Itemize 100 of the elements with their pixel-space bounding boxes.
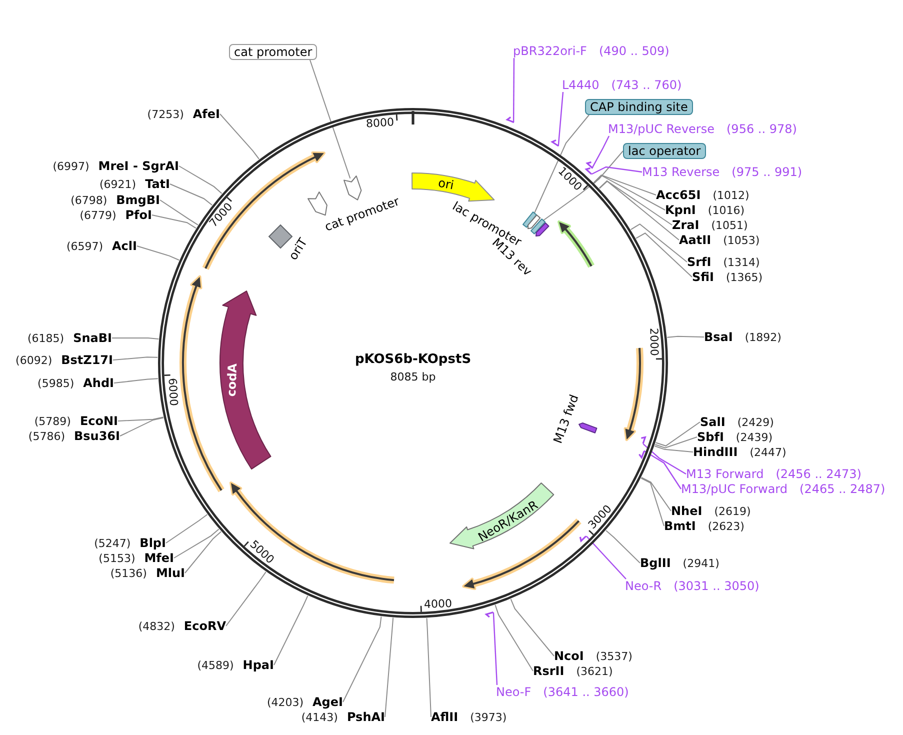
leader-line: [170, 184, 213, 206]
leader-line: [593, 174, 656, 196]
feature-marker: [535, 222, 550, 237]
leader-line: [114, 378, 158, 384]
leader-line: [310, 60, 351, 179]
feature-callout: cat promoter: [229, 44, 318, 60]
leader-line: [586, 536, 626, 580]
leader-line: [666, 336, 704, 338]
leader-line: [220, 114, 260, 160]
leader-line: [136, 246, 180, 261]
leader-line: [592, 136, 610, 168]
restriction-site-label: HindIII (2447): [693, 445, 786, 460]
leader-line: [512, 58, 515, 122]
plasmid-size: 8085 bp: [390, 370, 436, 384]
primer-label: Neo-R (3031 .. 3050): [625, 579, 760, 593]
restriction-site-label: (4832) EcoRV: [138, 619, 226, 634]
restriction-site-label: (4143) PshAI: [301, 710, 385, 725]
feature-marker: [527, 214, 542, 230]
restriction-site-label: ZraI (1051): [672, 218, 748, 233]
leader-line: [542, 150, 624, 221]
restriction-site-label: RsrII (3621): [533, 664, 613, 679]
primer-site-mark: [640, 436, 647, 446]
leader-line: [174, 528, 220, 558]
feature-label: codA: [224, 364, 240, 398]
restriction-site-label: SbfI (2439): [697, 430, 772, 445]
leader-line: [342, 616, 382, 702]
leader-line: [605, 530, 640, 564]
restriction-site-label: (6092) BstZ17I: [16, 353, 113, 368]
restriction-site-label: KpnI (1016): [665, 203, 744, 218]
leader-line: [591, 166, 642, 175]
feature-bar: [530, 218, 546, 235]
feature-block: [448, 482, 554, 550]
primer-site-mark: [579, 534, 588, 542]
leader-line: [166, 514, 208, 544]
restriction-site-label: (5789) EcoNI: [34, 414, 118, 429]
scale-label: 8000: [366, 116, 395, 131]
leader-line: [160, 200, 198, 226]
leader-line: [226, 571, 266, 626]
leader-line: [655, 422, 700, 446]
leader-line: [274, 595, 308, 666]
leader-line: [630, 223, 688, 262]
primer-label: M13/pUC Forward (2465 .. 2487): [681, 482, 886, 496]
restriction-site-label: AatII (1053): [679, 233, 760, 248]
restriction-site-label: Acc65I (1012): [656, 188, 750, 203]
feature-block: [219, 290, 272, 470]
leader-line: [510, 598, 554, 656]
leader-line: [492, 612, 498, 686]
restriction-site-label: (6779) PfoI: [80, 208, 152, 223]
leader-line: [494, 604, 534, 672]
leader-line: [654, 436, 698, 448]
leader-line: [598, 180, 672, 226]
restriction-site-label: NheI (2619): [671, 504, 751, 519]
leader-line: [654, 446, 694, 452]
leader-line: [640, 476, 672, 512]
feature-callout: CAP binding site: [585, 99, 693, 115]
feature-callout: lac operator: [623, 143, 706, 159]
restriction-site-label: (6997) MreI - SgrAI: [52, 159, 179, 174]
leader-line: [594, 175, 666, 210]
leader-line: [642, 443, 686, 475]
restriction-site-label: (7253) AfeI: [147, 107, 220, 122]
leader-line: [534, 114, 590, 214]
restriction-site-label: (5786) Bsu36I: [28, 429, 120, 444]
leader-line: [599, 180, 680, 240]
leader-line: [112, 356, 158, 360]
primer-label: L4440 (743 .. 760): [562, 78, 682, 92]
primer-site-mark: [506, 116, 515, 124]
primer-site-mark: [551, 139, 560, 148]
restriction-site-label: AflII (3973): [431, 710, 507, 725]
primer-label: Neo-F (3641 .. 3660): [496, 685, 629, 699]
leader-line: [636, 232, 692, 278]
leader-line: [384, 617, 394, 718]
restriction-site-label: (5247) BlpI: [94, 536, 166, 551]
primer-label: M13 Forward (2456 .. 2473): [686, 467, 862, 481]
leader-line: [120, 417, 164, 436]
scale-label: 2000: [647, 328, 661, 356]
restriction-site-label: (5985) AhdI: [38, 376, 114, 391]
scale-label: 6000: [166, 378, 180, 406]
restriction-site-label: (6798) BmgBI: [70, 193, 160, 208]
feature-label: ori: [437, 175, 456, 192]
feature-marker: [306, 191, 328, 216]
feature-diamond: [268, 224, 292, 248]
restriction-site-label: (5153) MfeI: [98, 551, 174, 566]
restriction-site-label: BsaI (1892): [704, 330, 782, 345]
feature-marker: [578, 422, 598, 434]
leader-line: [118, 416, 164, 422]
primer-site-mark: [585, 166, 593, 176]
primer-label: M13 Reverse (975 .. 991): [642, 165, 802, 179]
leader-line: [184, 531, 222, 574]
leader-line: [640, 478, 664, 526]
leader-line: [644, 450, 682, 490]
leader-line: [152, 214, 196, 229]
feature-label: M13 fwd: [550, 392, 582, 446]
restriction-site-label: (6185) SnaBI: [28, 331, 112, 346]
primer-label: pBR322ori-F (490 .. 509): [513, 44, 670, 58]
restriction-site-label: (4203) AgeI: [266, 695, 343, 710]
leader-line: [426, 618, 432, 718]
leader-line: [178, 166, 222, 194]
scale-label: 4000: [424, 596, 452, 611]
plasmid-name: pKOS6b-KOpstS: [354, 352, 472, 368]
restriction-site-label: (5136) MluI: [110, 566, 185, 581]
